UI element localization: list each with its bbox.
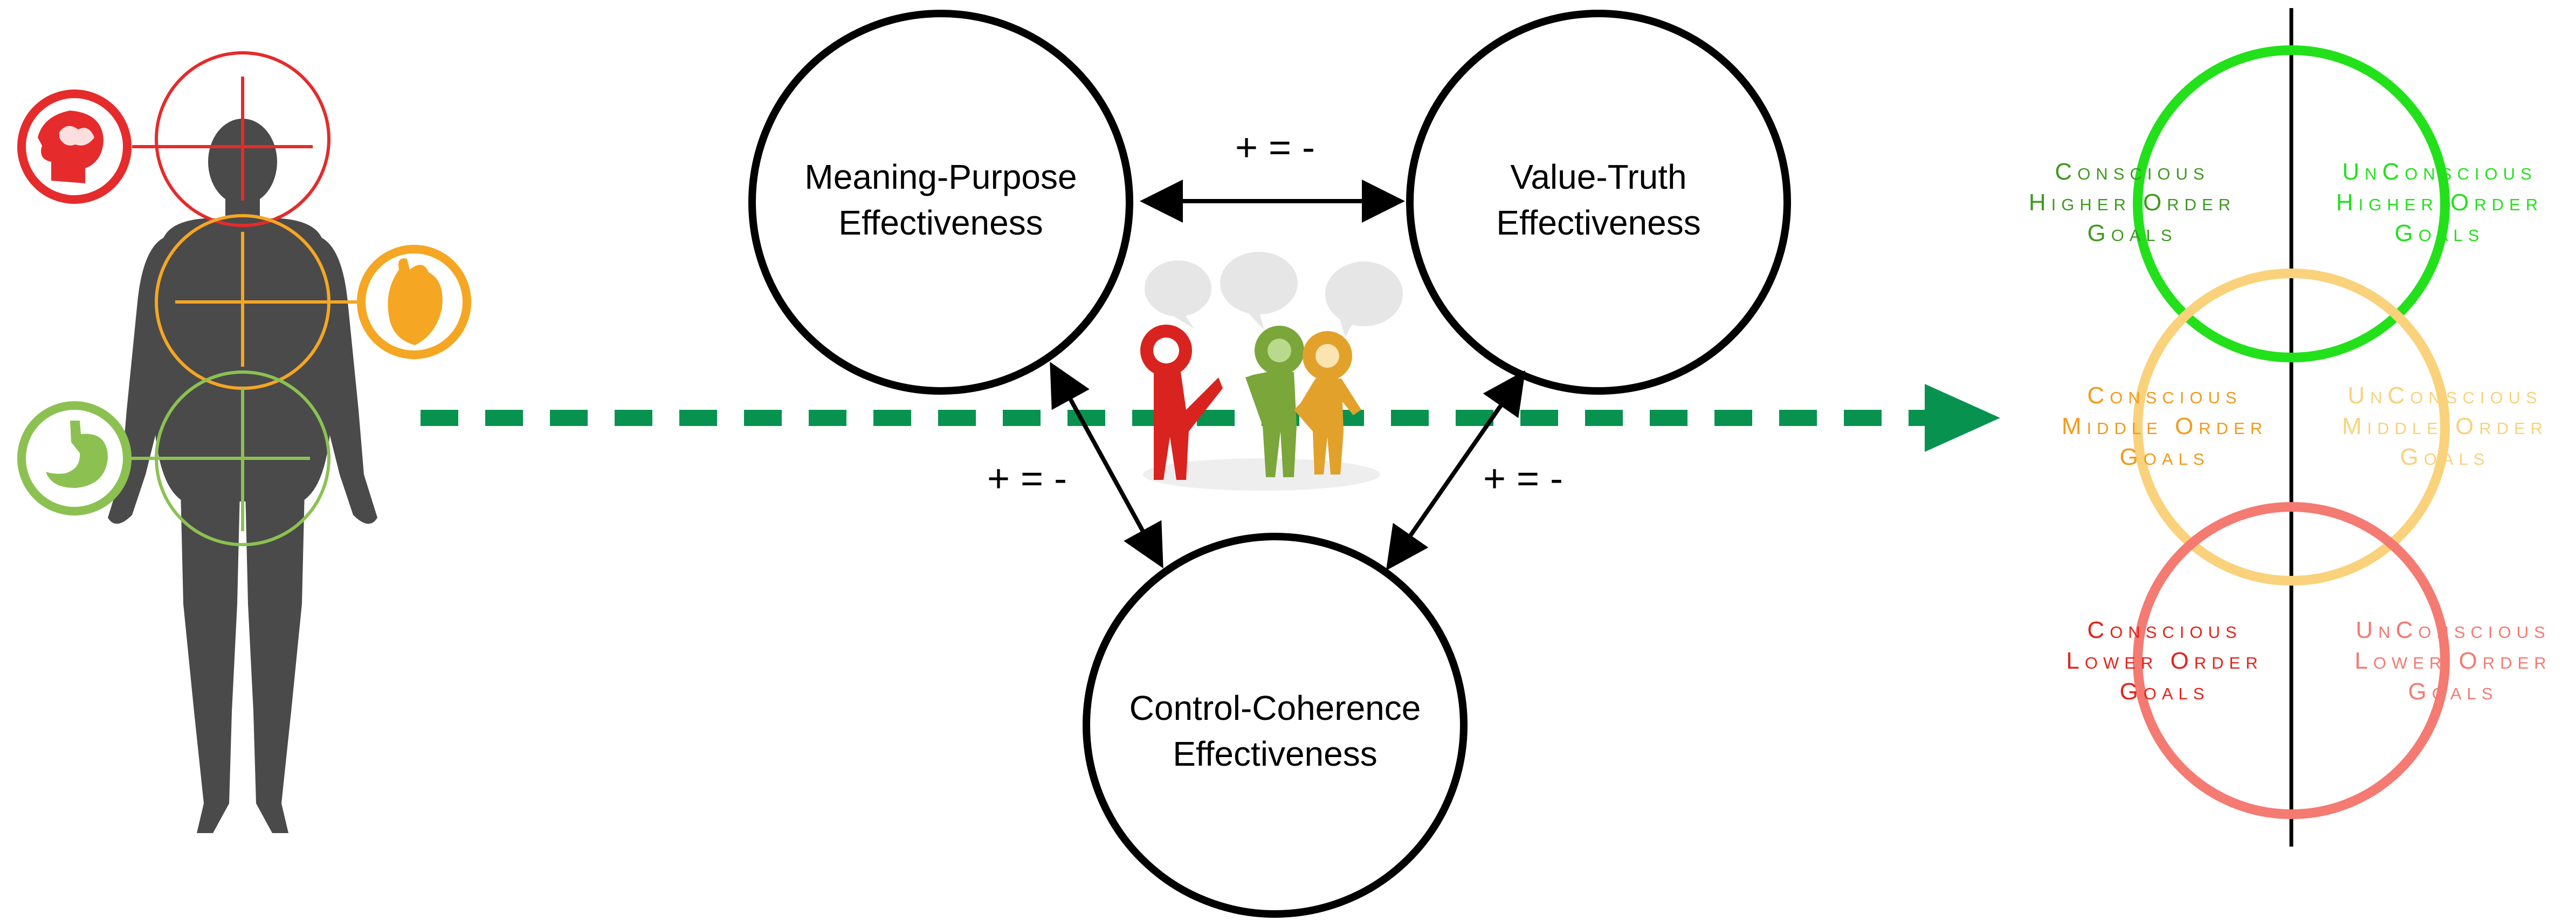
svg-text:Lower Order: Lower Order bbox=[2066, 648, 2263, 674]
svg-text:Middle Order: Middle Order bbox=[2062, 413, 2268, 439]
lower-order-circle bbox=[2133, 502, 2450, 819]
edge-right-label: + = - bbox=[1483, 457, 1563, 500]
svg-text:Conscious: Conscious bbox=[2087, 382, 2242, 409]
svg-text:Lower Order: Lower Order bbox=[2354, 648, 2551, 674]
node-meaning-line2: Effectiveness bbox=[838, 203, 1043, 242]
svg-text:Goals: Goals bbox=[2400, 444, 2490, 470]
unconscious-middle-label: UnConscious Middle Order Goals bbox=[2342, 382, 2548, 470]
svg-text:Goals: Goals bbox=[2408, 678, 2498, 705]
conscious-higher-label: Conscious Higher Order Goals bbox=[2029, 159, 2236, 246]
effectiveness-triangle: Meaning-Purpose Effectiveness Value-Trut… bbox=[748, 10, 1791, 918]
edge-right-arrow bbox=[1386, 370, 1526, 571]
flow-arrow bbox=[421, 384, 2000, 452]
conscious-middle-label: Conscious Middle Order Goals bbox=[2062, 382, 2268, 470]
unconscious-higher-label: UnConscious Higher Order Goals bbox=[2336, 159, 2543, 246]
green-person-figure bbox=[1245, 326, 1304, 477]
edge-top-label: + = - bbox=[1235, 126, 1315, 169]
conscious-lower-label: Conscious Lower Order Goals bbox=[2066, 617, 2263, 705]
middle-order-circle bbox=[2133, 269, 2450, 586]
node-value-truth: Value-Truth Effectiveness bbox=[1406, 10, 1791, 395]
goals-panel: Conscious Higher Order Goals UnConscious… bbox=[2029, 8, 2551, 847]
svg-text:UnConscious: UnConscious bbox=[2355, 617, 2550, 643]
svg-text:Middle Order: Middle Order bbox=[2342, 413, 2548, 439]
node-meaning-purpose: Meaning-Purpose Effectiveness bbox=[748, 10, 1133, 395]
svg-text:Higher Order: Higher Order bbox=[2336, 189, 2543, 216]
talking-figures bbox=[1140, 252, 1403, 491]
stomach-icon bbox=[17, 401, 132, 516]
human-body-figure bbox=[17, 51, 471, 833]
node-control-line1: Control-Coherence bbox=[1129, 689, 1421, 727]
head-target bbox=[132, 51, 330, 227]
svg-text:Conscious: Conscious bbox=[2055, 159, 2209, 185]
svg-text:UnConscious: UnConscious bbox=[2347, 382, 2542, 409]
speech-bubble-icon bbox=[1145, 252, 1403, 337]
svg-text:Conscious: Conscious bbox=[2087, 617, 2242, 643]
red-person-figure bbox=[1140, 325, 1223, 480]
edge-left-arrow bbox=[1050, 361, 1163, 569]
svg-text:Goals: Goals bbox=[2120, 444, 2210, 470]
node-meaning-line1: Meaning-Purpose bbox=[804, 157, 1077, 196]
svg-text:Higher Order: Higher Order bbox=[2029, 189, 2236, 216]
node-value-line1: Value-Truth bbox=[1510, 157, 1686, 196]
heart-icon bbox=[357, 245, 471, 359]
orange-person-figure bbox=[1294, 331, 1361, 475]
svg-text:UnConscious: UnConscious bbox=[2342, 159, 2537, 185]
svg-text:Goals: Goals bbox=[2088, 220, 2178, 246]
svg-text:Goals: Goals bbox=[2395, 220, 2485, 246]
svg-text:Goals: Goals bbox=[2120, 678, 2210, 705]
stomach-target bbox=[125, 370, 330, 546]
node-value-line2: Effectiveness bbox=[1496, 203, 1700, 242]
edge-left-label: + = - bbox=[987, 457, 1067, 500]
unconscious-lower-label: UnConscious Lower Order Goals bbox=[2354, 617, 2551, 705]
brain-icon bbox=[17, 90, 132, 204]
node-control-line2: Effectiveness bbox=[1173, 734, 1377, 773]
higher-order-circle bbox=[2133, 45, 2450, 362]
node-control-coherence: Control-Coherence Effectiveness bbox=[1083, 533, 1468, 918]
